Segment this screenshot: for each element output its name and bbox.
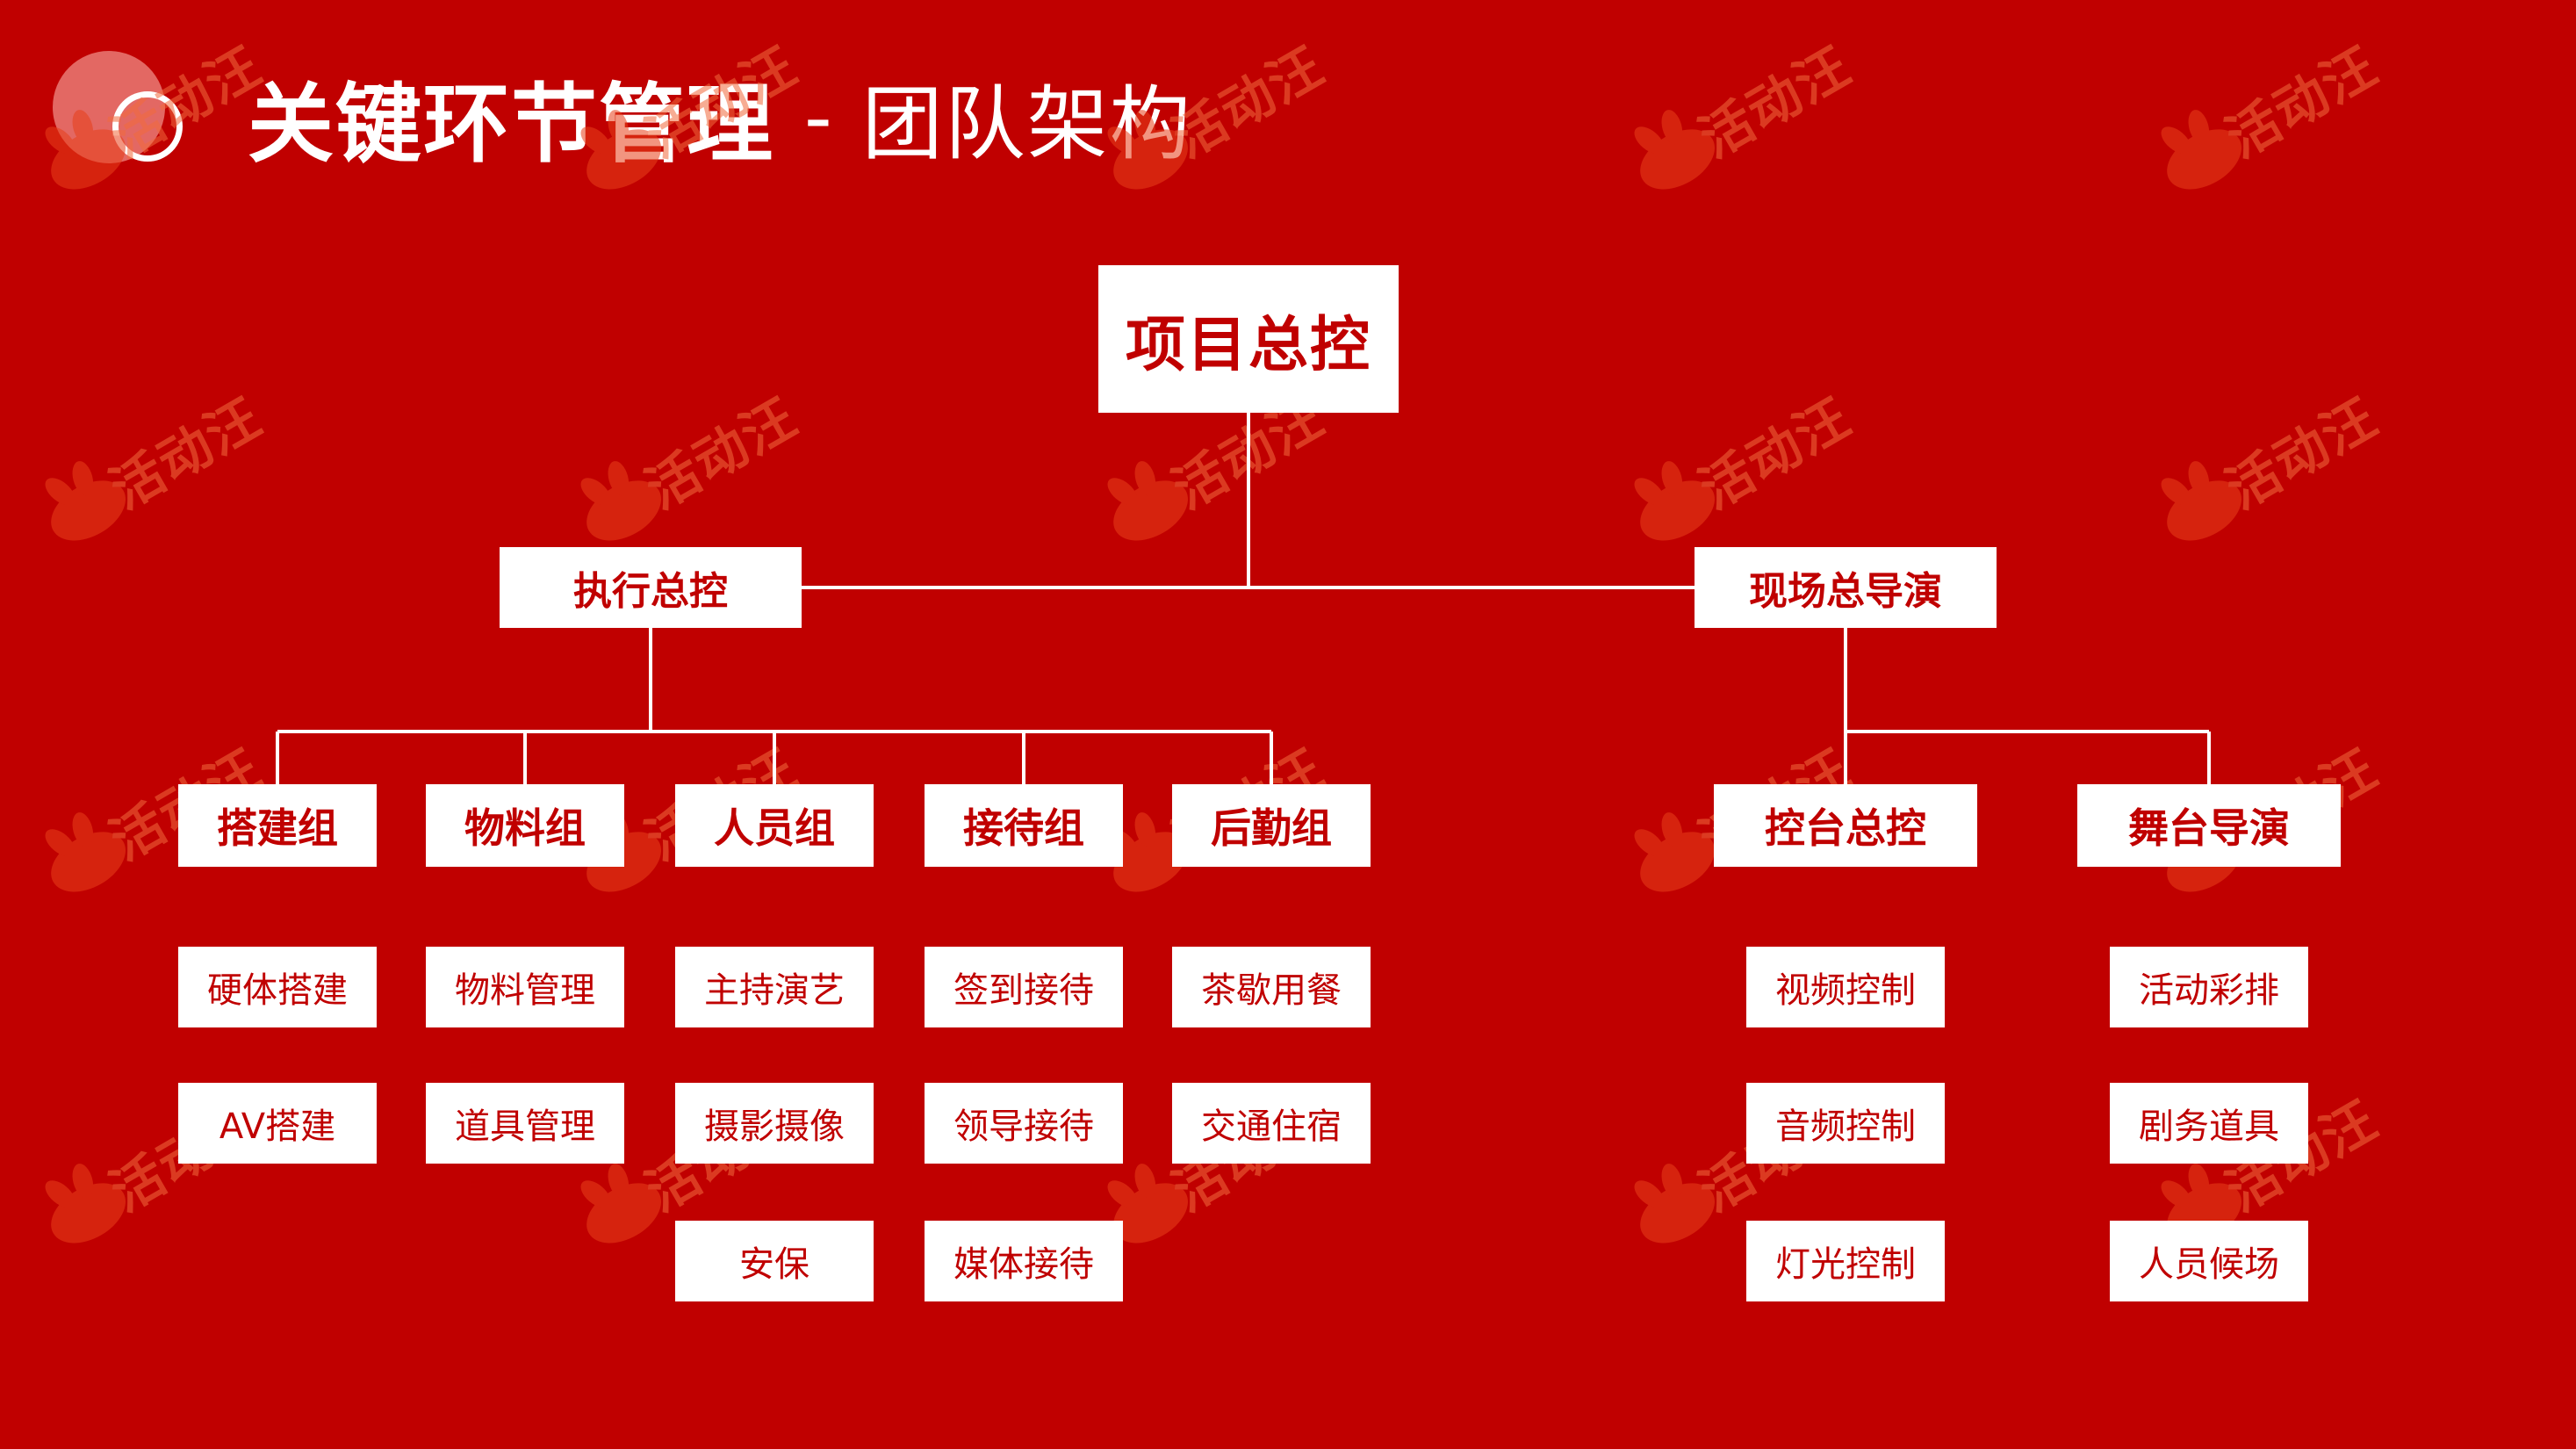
watermark-logo-icon (40, 1171, 136, 1256)
watermark-text: 活动汪 (1689, 386, 1862, 522)
task-node: 媒体接待 (925, 1221, 1123, 1301)
task-node: 道具管理 (426, 1083, 624, 1164)
watermark-logo-icon (2156, 117, 2252, 202)
connector-line (523, 732, 527, 784)
task-node: 签到接待 (925, 947, 1123, 1027)
watermark-text: 活动汪 (1689, 35, 1862, 170)
watermark-logo-icon (2156, 468, 2252, 553)
connector-line (649, 628, 652, 732)
watermark-logo-icon (576, 468, 672, 553)
watermark: 活动汪 (2133, 7, 2389, 231)
task-node: 硬体搭建 (178, 947, 377, 1027)
watermark-logo-icon (1630, 819, 1725, 905)
connector-line (1844, 628, 1847, 732)
task-node: 人员候场 (2110, 1221, 2308, 1301)
task-node: 活动彩排 (2110, 947, 2308, 1027)
watermark-logo-icon (1630, 1171, 1725, 1256)
watermark-logo-icon (1630, 117, 1725, 202)
page-title-sub: 团队架构 (861, 76, 1192, 171)
connector-line (1022, 732, 1025, 784)
watermark: 活动汪 (1606, 7, 1862, 231)
branch-node-execution: 执行总控 (500, 547, 802, 628)
task-node: 剧务道具 (2110, 1083, 2308, 1164)
task-node: 主持演艺 (675, 947, 874, 1027)
connector-line (773, 732, 776, 784)
connector-line (1247, 413, 1250, 588)
watermark-logo-icon (40, 468, 136, 553)
connector-line (2207, 732, 2211, 784)
group-node: 人员组 (675, 784, 874, 867)
watermark-text: 活动汪 (2216, 386, 2389, 522)
task-node: 物料管理 (426, 947, 624, 1027)
branch-node-director: 现场总导演 (1695, 547, 1997, 628)
group-node: 后勤组 (1172, 784, 1371, 867)
task-node: 灯光控制 (1746, 1221, 1945, 1301)
page-title: 关键环节管理 - 团队架构 (248, 68, 1192, 176)
circle-icon (112, 91, 183, 162)
group-node: 接待组 (925, 784, 1123, 867)
watermark-logo-icon (1630, 468, 1725, 553)
watermark-text: 活动汪 (636, 386, 809, 522)
connector-line (802, 586, 1695, 589)
task-node: 音频控制 (1746, 1083, 1945, 1164)
connector-line (1846, 730, 2209, 733)
connector-line (276, 732, 279, 784)
watermark-text: 活动汪 (2216, 35, 2389, 170)
group-node: 舞台导演 (2077, 784, 2341, 867)
group-node: 物料组 (426, 784, 624, 867)
connector-line (1844, 732, 1847, 784)
watermark-text: 活动汪 (100, 386, 273, 522)
group-node: 控台总控 (1714, 784, 1977, 867)
connector-line (1270, 732, 1273, 784)
root-node: 项目总控 (1098, 265, 1399, 413)
task-node: AV搭建 (178, 1083, 377, 1164)
task-node: 安保 (675, 1221, 874, 1301)
watermark-logo-icon (40, 819, 136, 905)
task-node: 领导接待 (925, 1083, 1123, 1164)
watermark-logo-icon (1103, 468, 1198, 553)
task-node: 茶歇用餐 (1172, 947, 1371, 1027)
watermark: 活动汪 (2133, 358, 2389, 582)
page-title-separator: - (804, 71, 832, 162)
page-title-main: 关键环节管理 (248, 75, 775, 175)
watermark: 活动汪 (17, 358, 273, 582)
task-node: 交通住宿 (1172, 1083, 1371, 1164)
watermark-logo-icon (576, 1171, 672, 1256)
task-node: 视频控制 (1746, 947, 1945, 1027)
group-node: 搭建组 (178, 784, 377, 867)
task-node: 摄影摄像 (675, 1083, 874, 1164)
